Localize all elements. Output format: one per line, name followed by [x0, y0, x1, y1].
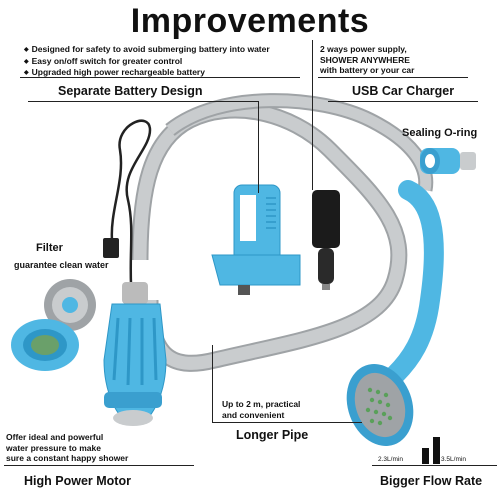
filter-image — [11, 279, 96, 371]
page-title: Improvements — [130, 2, 370, 40]
charger-text: 2 ways power supply, SHOWER ANYWHERE wit… — [320, 44, 414, 76]
oring-image — [420, 148, 476, 174]
pipe-label: Longer Pipe — [236, 428, 309, 442]
flow-bar-low — [422, 448, 429, 464]
charger-label: USB Car Charger — [352, 84, 455, 98]
car-charger — [312, 190, 340, 248]
power-cord — [110, 119, 152, 301]
pipe-line-2: and convenient — [222, 409, 285, 420]
battery-pack — [233, 184, 281, 266]
battery-bullet-3: Upgraded high power rechargeable battery — [24, 67, 270, 79]
oring-label: Sealing O-ring — [402, 127, 478, 139]
hose-2 — [165, 93, 434, 192]
motor-label: High Power Motor — [24, 474, 131, 488]
charger-line-1: 2 ways power supply, — [320, 44, 407, 54]
shower-head — [346, 180, 444, 446]
motor-line-2: water pressure to make — [6, 442, 101, 453]
flow-high: 3.5L/min — [441, 456, 466, 463]
battery-label: Separate Battery Design — [58, 84, 203, 98]
plug-icon — [103, 238, 119, 258]
motor-line-1: Offer ideal and powerful — [6, 432, 104, 442]
filter-sub: guarantee clean water — [14, 260, 109, 270]
filter-label: Filter — [36, 242, 63, 254]
motor-text: Offer ideal and powerful water pressure … — [6, 432, 128, 464]
battery-bullet-list: Designed for safety to avoid submerging … — [24, 44, 270, 79]
battery-bullet-2: Easy on/off switch for greater control — [24, 56, 270, 68]
hose — [131, 101, 408, 372]
charger-line-2: SHOWER ANYWHERE — [320, 54, 410, 65]
battery-bullet-1: Designed for safety to avoid submerging … — [24, 44, 270, 56]
flow-bar-high — [433, 437, 440, 464]
pump-motor — [103, 282, 167, 426]
pipe-text: Up to 2 m, practical and convenient — [222, 399, 300, 420]
motor-line-3: sure a constant happy shower — [6, 453, 129, 463]
pipe-line-1: Up to 2 m, practical — [222, 399, 301, 409]
flow-label: Bigger Flow Rate — [380, 474, 483, 488]
flow-low: 2.3L/min — [378, 456, 403, 463]
charger-line-3: with battery or your car — [320, 65, 415, 75]
